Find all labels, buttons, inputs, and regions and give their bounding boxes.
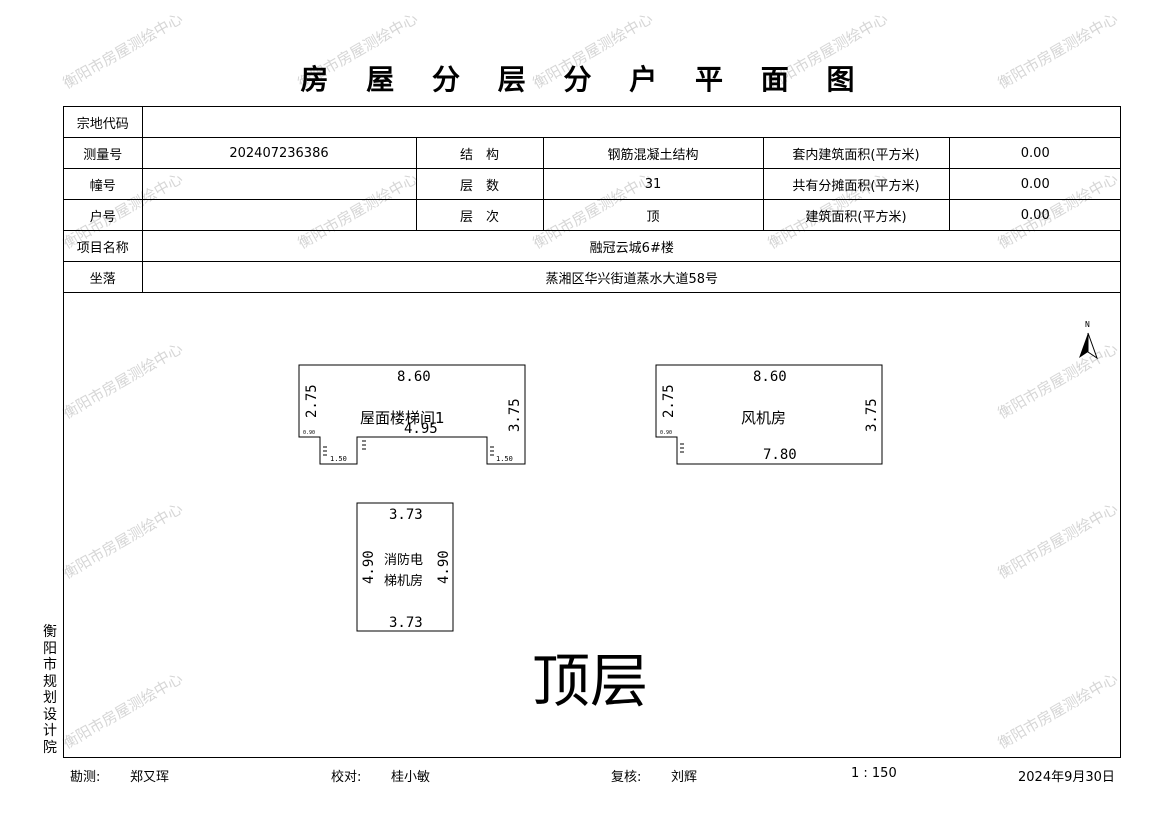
stair-step-right-dim: 1.50 [496,455,513,463]
check-label: 校对: [331,770,362,785]
stair-inner-dim: 4.95 [404,421,438,437]
elevator-top-dim: 3.73 [389,507,423,523]
row-unit: 户号 层 次 顶 建筑面积(平方米) 0.00 [64,199,1122,231]
drawing-frame: 宗地代码 测量号 202407236386 结 构 钢筋混凝土结构 套内建筑面积… [63,106,1122,758]
elevator-room-name-1: 消防电 [384,552,423,568]
shared-area-label: 共有分摊面积(平方米) [762,168,950,200]
north-arrow-icon [1079,332,1098,360]
fan-bottom-dim: 7.80 [763,447,797,463]
building-no-value [141,168,417,200]
stair-room [298,364,526,465]
fan-left-dim: 2.75 [661,384,677,418]
date-text: 2024年9月30日 [1018,770,1115,785]
scale-text: 1 : 150 [851,766,897,781]
project-label: 项目名称 [64,230,143,262]
stair-room-name: 屋面楼梯间1 [360,409,445,427]
stair-step-left-dim: 1.50 [330,455,347,463]
page-title: 房 屋 分 层 分 户 平 面 图 [300,63,869,96]
north-label: N [1085,320,1090,329]
survey-person: 郑又珲 [130,770,170,785]
building-area-label: 建筑面积(平方米) [762,199,950,231]
fan-small-dim: 0.90 [660,430,672,436]
structure-label: 结 构 [415,137,544,169]
fan-top-dim: 8.60 [753,369,787,385]
structure-value: 钢筋混凝土结构 [542,137,764,169]
elevator-right-dim: 4.90 [436,550,452,584]
stair-left-dim: 2.75 [304,384,320,418]
location-value: 蒸湘区华兴街道蒸水大道58号 [141,261,1122,293]
elevator-left-dim: 4.90 [361,550,377,584]
side-institute-name: 衡阳市规划设计院 [43,624,57,756]
fan-room-name: 风机房 [741,409,786,427]
floor-title: 顶层 [532,647,648,715]
elevator-room-name-2: 梯机房 [384,573,423,589]
fan-right-dim: 3.75 [864,398,880,432]
elevator-bottom-dim: 3.73 [389,615,423,631]
land-code-label: 宗地代码 [64,107,143,138]
row-project: 项目名称 融冠云城6#楼 [64,230,1122,262]
stair-right-dim: 3.75 [507,398,523,432]
location-label: 坐落 [64,261,143,293]
elevator-room [356,502,454,632]
stair-small-dim: 0.90 [303,430,315,436]
inner-area-value: 0.00 [948,137,1122,169]
floor-level-label: 层 次 [415,199,544,231]
survey-label: 勘测: [70,770,101,785]
survey-no-value: 202407236386 [141,137,417,169]
row-location: 坐落 蒸湘区华兴街道蒸水大道58号 [64,261,1122,293]
review-label: 复核: [611,770,642,785]
info-table: 宗地代码 测量号 202407236386 结 构 钢筋混凝土结构 套内建筑面积… [64,107,1122,293]
fan-room [655,364,883,465]
stair-top-dim: 8.60 [397,369,431,385]
review-person: 刘辉 [671,770,698,785]
check-person: 桂小敏 [391,770,431,785]
row-building: 幢号 层 数 31 共有分摊面积(平方米) 0.00 [64,168,1122,200]
project-value: 融冠云城6#楼 [141,230,1122,262]
